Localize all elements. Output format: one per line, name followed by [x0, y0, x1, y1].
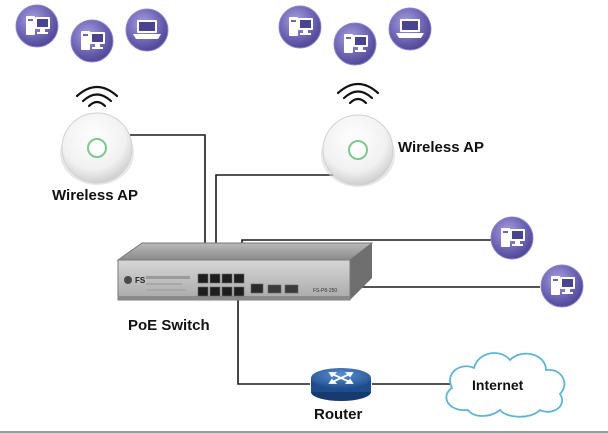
laptop-icon	[388, 7, 432, 51]
bottom-border	[0, 431, 608, 433]
cable-router	[237, 300, 310, 385]
network-switch-icon: FS FS-P8-250	[116, 242, 374, 301]
ap-left-label: Wireless AP	[52, 187, 139, 204]
ap-right-label: Wireless AP	[398, 139, 485, 156]
client-group-right	[278, 5, 432, 66]
desktop-computer-icon	[278, 5, 322, 49]
desktop-computer-icon	[15, 4, 59, 48]
switch-brand: FS	[135, 276, 146, 285]
desktop-computer-icon	[333, 22, 377, 66]
wifi-signal-icon	[336, 82, 380, 105]
desktop-computer-icon	[540, 264, 584, 308]
wireless-access-point-icon	[59, 112, 135, 186]
internet-label: Internet	[472, 377, 524, 393]
wireless-access-point-icon	[320, 114, 396, 188]
switch-label: PoE Switch	[128, 317, 210, 334]
client-group-left	[15, 4, 169, 63]
desktop-computer-icon	[490, 216, 534, 260]
laptop-icon	[125, 8, 169, 52]
switch-model: FS-P8-250	[313, 288, 337, 294]
rj45-ports	[197, 273, 245, 297]
cloud-icon	[445, 352, 566, 418]
wifi-signal-icon	[75, 85, 119, 108]
desktop-computer-icon	[70, 19, 114, 63]
router-label: Router	[314, 406, 363, 423]
cable-left-ap	[125, 134, 206, 290]
router-icon	[311, 368, 371, 401]
